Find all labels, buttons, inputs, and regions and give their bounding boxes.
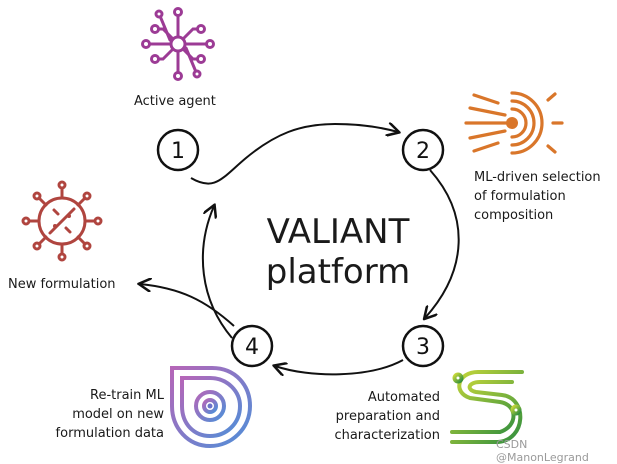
step-3-label-line: preparation and — [335, 409, 440, 424]
output-label: New formulation — [8, 275, 116, 294]
step-3-number: 3 — [416, 335, 430, 360]
s-circuit-icon — [450, 370, 524, 444]
step-4-node: 4 — [230, 324, 274, 368]
sunburst-target-icon — [464, 91, 564, 155]
step-1-node: 1 — [156, 128, 200, 172]
watermark: CSDN @ManonLegrand — [496, 438, 589, 464]
step-2-label-line: ML-driven selection — [474, 170, 601, 185]
step-3-label-line: characterization — [334, 428, 440, 443]
arrow-1-to-2 — [190, 124, 398, 185]
step-4-label-line: formulation data — [55, 426, 164, 441]
concentric-loop-icon — [170, 366, 253, 449]
step-3-label: Automated preparation and characterizati… — [312, 388, 440, 445]
step-4-label-line: model on new — [72, 407, 164, 422]
step-2-label: ML-driven selection of formulation compo… — [474, 168, 601, 225]
arrow-4-to-output — [140, 284, 235, 327]
step-2-node: 2 — [401, 128, 445, 172]
virus-particle-icon — [21, 180, 103, 262]
platform-title-line-1: VALIANT — [266, 212, 410, 252]
step-4-label-line: Re-train ML — [90, 388, 164, 403]
platform-title-line-2: platform — [265, 252, 411, 292]
step-2-label-line: composition — [474, 208, 554, 223]
molecule-network-icon — [141, 7, 215, 81]
platform-title: VALIANT platform — [248, 212, 428, 292]
step-2-label-line: of formulation — [474, 189, 566, 204]
step-1-label: Active agent — [134, 92, 216, 111]
arrow-2-to-3 — [425, 169, 460, 318]
arrow-4-to-1 — [201, 206, 233, 339]
step-4-number: 4 — [245, 335, 259, 360]
step-3-label-line: Automated — [367, 390, 440, 405]
step-1-number: 1 — [171, 139, 185, 164]
step-3-node: 3 — [401, 324, 445, 368]
arrow-3-to-4 — [275, 359, 404, 374]
step-2-number: 2 — [416, 139, 430, 164]
step-4-label: Re-train ML model on new formulation dat… — [40, 386, 164, 443]
step-1-label-line: Active agent — [134, 94, 216, 109]
output-label-line: New formulation — [8, 277, 116, 292]
